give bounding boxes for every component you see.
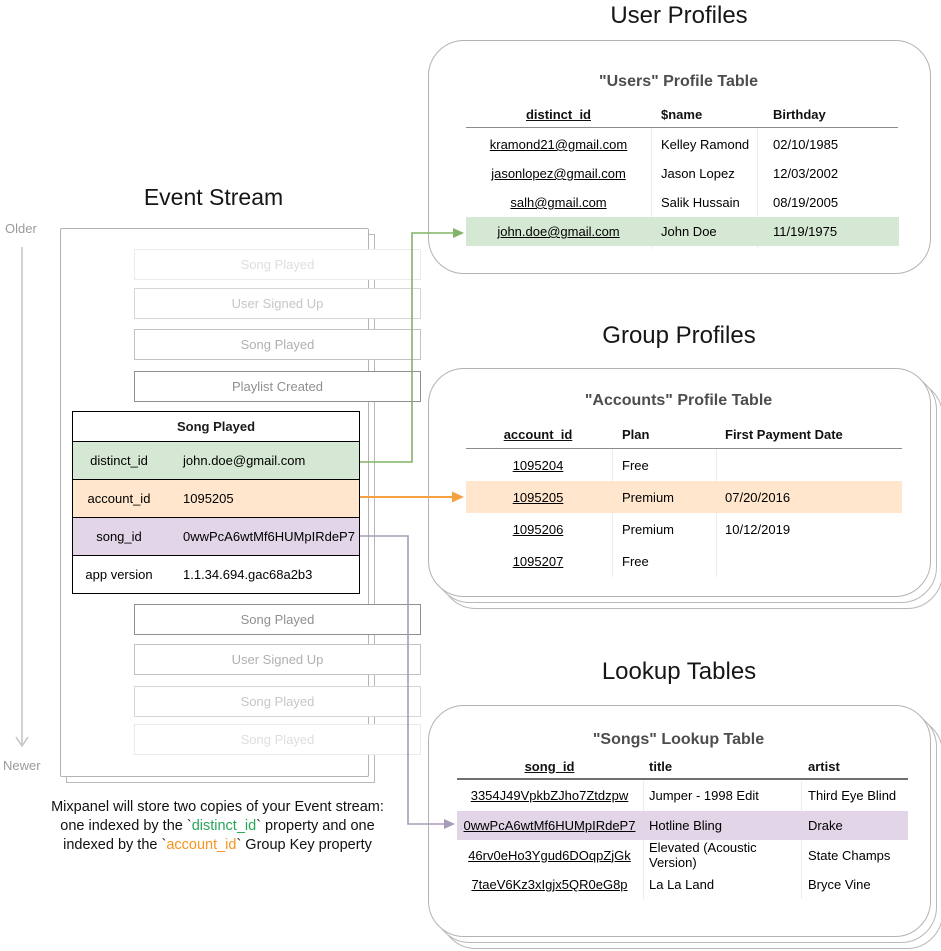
table-row: jasonlopez@gmail.com Jason Lopez 12/03/2… [491, 166, 839, 181]
event-item: User Signed Up [134, 288, 421, 319]
user-profiles-title: User Profiles [610, 2, 748, 29]
users-header-rule [466, 127, 898, 128]
event-stream-title: Event Stream [143, 184, 284, 210]
accounts-header-rule [466, 448, 902, 449]
accounts-table-heading: "Accounts" Profile Table [584, 392, 773, 409]
event-prop-distinct-id: distinct_id john.doe@gmail.com [73, 442, 359, 480]
focused-event-table: Song Played distinct_id john.doe@gmail.c… [72, 411, 360, 594]
users-table-header: distinct_id $name Birthday [525, 106, 826, 122]
event-prop-app-version: app version 1.1.34.694.gac68a2b3 [85, 567, 313, 582]
users-table-heading: "Users" Profile Table [599, 73, 758, 90]
table-row: 7taeV6Kz3xIgjx5QR0eG8p La La Land Bryce … [471, 876, 871, 892]
focused-event-name: Song Played [73, 412, 359, 442]
songs-table-body: 3354J49VpkbZJho7Ztdzpw Jumper - 1998 Edi… [457, 781, 908, 899]
event-item: Song Played [134, 249, 421, 280]
event-item: Playlist Created [134, 371, 421, 402]
caption-distinct-id: distinct_id [191, 818, 257, 834]
table-row: 46rv0eHo3Ygud6DOqpZjGk Elevated (Acousti… [468, 840, 891, 870]
timeline-arrow-icon [15, 247, 29, 748]
event-item: User Signed Up [134, 644, 421, 675]
event-item: Song Played [134, 686, 421, 717]
group-profiles-title: Group Profiles [602, 322, 756, 349]
table-row: 1095204 Free [512, 457, 649, 473]
users-col-sep [651, 128, 652, 249]
table-row: kramond21@gmail.com Kelley Ramond 02/10/… [489, 137, 839, 152]
lookup-tables-title: Lookup Tables [601, 658, 757, 685]
table-row: 1095206 Premium 10/12/2019 [512, 521, 791, 537]
users-table-body: kramond21@gmail.com Kelley Ramond 02/10/… [466, 130, 899, 246]
accounts-col-sep [716, 449, 717, 577]
table-row: 1095207 Free [512, 553, 649, 569]
caption-account-id: account_id [166, 837, 237, 853]
table-row-highlighted: john.doe@gmail.com John Doe 11/19/1975 [466, 217, 899, 246]
event-item: Song Played [134, 329, 421, 360]
newer-label: Newer [3, 758, 41, 773]
songs-col-sep [801, 781, 802, 899]
songs-header-rule [457, 778, 908, 780]
accounts-col-sep [612, 449, 613, 577]
table-row-highlighted: 1095205 Premium 07/20/2016 [466, 481, 902, 513]
event-prop-song-id: song_id 0wwPcA6wtMf6HUMpIRdeP7 [73, 518, 359, 556]
event-item: Song Played [134, 604, 421, 635]
users-col-sep [757, 128, 758, 249]
table-row-highlighted: 0wwPcA6wtMf6HUMpIRdeP7 Hotline Bling Dra… [457, 810, 908, 840]
accounts-table-header: account_id Plan First Payment Date [503, 426, 843, 442]
songs-col-sep [643, 781, 644, 899]
table-row: 3354J49VpkbZJho7Ztdzpw Jumper - 1998 Edi… [470, 788, 897, 804]
event-prop-account-id: account_id 1095205 [73, 480, 359, 518]
older-label: Older [5, 221, 37, 236]
table-row: salh@gmail.com Salik Hussain 08/19/2005 [510, 195, 839, 210]
caption: Mixpanel will store two copies of your E… [51, 799, 384, 853]
songs-table-header: song_id title artist [524, 758, 840, 774]
event-item: Song Played [134, 724, 421, 755]
songs-table-heading: "Songs" Lookup Table [592, 731, 765, 748]
accounts-table-body: 1095204 Free 1095205 Premium 07/20/2016 … [466, 449, 902, 577]
